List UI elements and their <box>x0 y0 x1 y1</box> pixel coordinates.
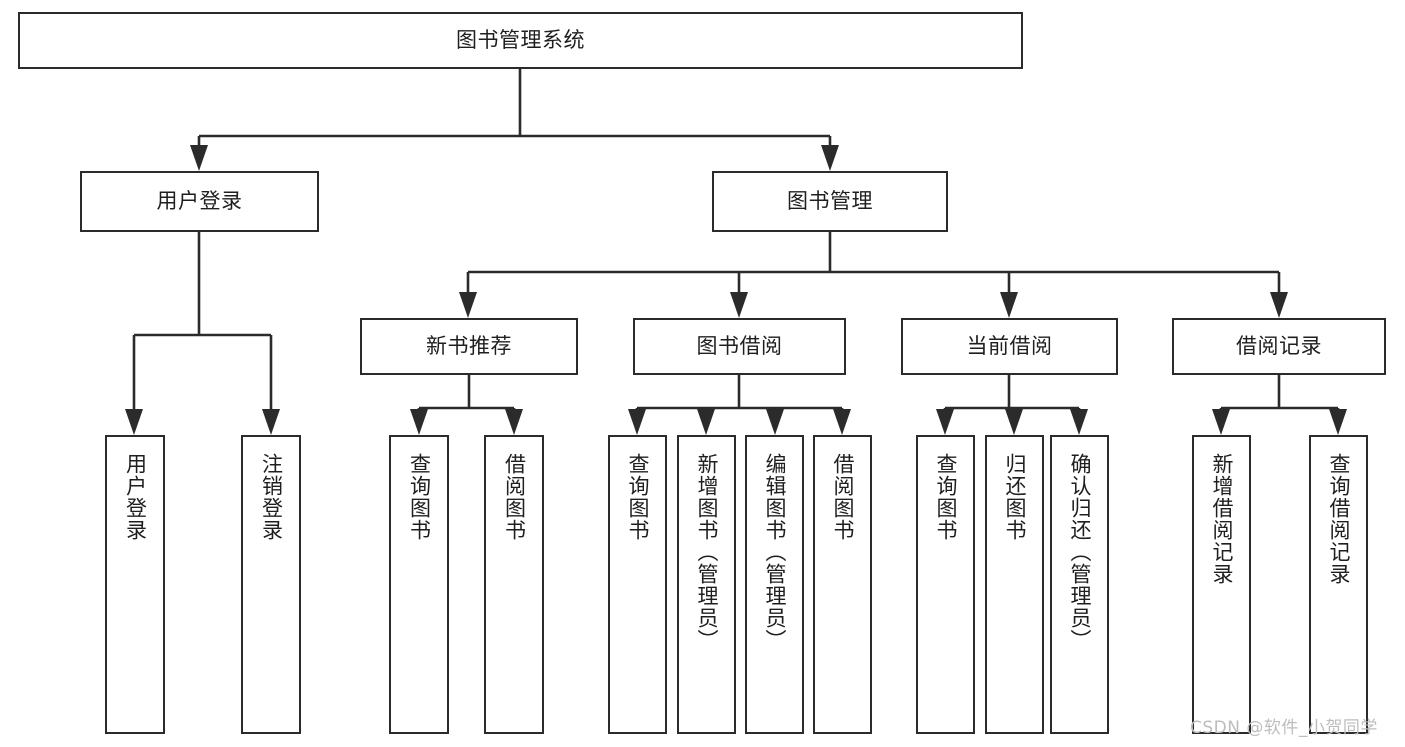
node-book-borrow[interactable]: 图书借阅 <box>633 318 846 375</box>
node-leaf-query-record[interactable]: 查询借阅记录 <box>1309 435 1368 734</box>
arrowhead-user-login-1 <box>262 409 280 435</box>
node-leaf-query-book-2[interactable]: 查询图书 <box>608 435 667 734</box>
arrowhead-book-management-1 <box>730 292 748 318</box>
arrowhead-book-management-3 <box>1270 292 1288 318</box>
csdn-watermark: CSDN @软件_小贺同学 <box>1190 718 1378 738</box>
arrowhead-current-borrow-2 <box>1070 409 1088 435</box>
node-label: 新书推荐 <box>426 334 512 359</box>
arrowhead-book-borrow-2 <box>766 409 784 435</box>
node-label: 查询图书 <box>407 453 432 541</box>
node-label: 查询图书 <box>933 453 958 541</box>
arrowhead-new-book-recommend-0 <box>410 409 428 435</box>
arrowhead-borrow-record-0 <box>1212 409 1230 435</box>
node-label: 查询借阅记录 <box>1326 453 1351 585</box>
arrowhead-book-borrow-3 <box>833 409 851 435</box>
arrowhead-root-0 <box>190 145 208 171</box>
node-leaf-add-record[interactable]: 新增借阅记录 <box>1192 435 1251 734</box>
node-label: 图书管理系统 <box>456 28 585 53</box>
arrowhead-current-borrow-0 <box>936 409 954 435</box>
node-label: 注销登录 <box>259 453 284 541</box>
arrowhead-user-login-0 <box>125 409 143 435</box>
node-label: 借阅图书 <box>830 453 855 541</box>
arrowhead-book-management-2 <box>1000 292 1018 318</box>
node-root[interactable]: 图书管理系统 <box>18 12 1023 69</box>
node-leaf-borrow-book-1[interactable]: 借阅图书 <box>484 435 544 734</box>
node-label: 当前借阅 <box>966 334 1053 359</box>
arrowhead-book-borrow-1 <box>697 409 715 435</box>
node-label: 用户登录 <box>123 453 148 541</box>
node-label: 图书借阅 <box>696 334 783 359</box>
node-leaf-user-login[interactable]: 用户登录 <box>105 435 165 734</box>
node-label: 查询图书 <box>625 453 650 541</box>
node-new-book-recommend[interactable]: 新书推荐 <box>360 318 578 375</box>
node-label: 借阅图书 <box>502 453 527 541</box>
node-book-management[interactable]: 图书管理 <box>712 171 948 232</box>
node-label: 编辑图书（管理员） <box>762 453 787 651</box>
node-leaf-query-book-1[interactable]: 查询图书 <box>389 435 449 734</box>
node-user-login[interactable]: 用户登录 <box>80 171 319 232</box>
node-borrow-record[interactable]: 借阅记录 <box>1172 318 1386 375</box>
node-label: 用户登录 <box>156 189 243 214</box>
node-leaf-add-book[interactable]: 新增图书（管理员） <box>677 435 736 734</box>
node-label: 借阅记录 <box>1236 334 1322 359</box>
node-label: 图书管理 <box>787 189 873 214</box>
node-label: 归还图书 <box>1002 453 1027 541</box>
node-leaf-borrow-book-2[interactable]: 借阅图书 <box>813 435 872 734</box>
node-label: 新增图书（管理员） <box>694 453 719 651</box>
node-leaf-return-book[interactable]: 归还图书 <box>985 435 1044 734</box>
node-leaf-query-book-3[interactable]: 查询图书 <box>916 435 975 734</box>
node-leaf-edit-book[interactable]: 编辑图书（管理员） <box>745 435 804 734</box>
node-leaf-confirm-return[interactable]: 确认归还（管理员） <box>1050 435 1109 734</box>
node-label: 新增借阅记录 <box>1209 453 1234 585</box>
arrowhead-borrow-record-1 <box>1329 409 1347 435</box>
arrowhead-new-book-recommend-1 <box>505 409 523 435</box>
node-label: 确认归还（管理员） <box>1067 453 1092 651</box>
node-current-borrow[interactable]: 当前借阅 <box>901 318 1118 375</box>
arrowhead-root-1 <box>821 145 839 171</box>
arrowhead-current-borrow-1 <box>1005 409 1023 435</box>
node-leaf-logout[interactable]: 注销登录 <box>241 435 301 734</box>
arrowhead-book-borrow-0 <box>628 409 646 435</box>
arrowhead-book-management-0 <box>459 292 477 318</box>
